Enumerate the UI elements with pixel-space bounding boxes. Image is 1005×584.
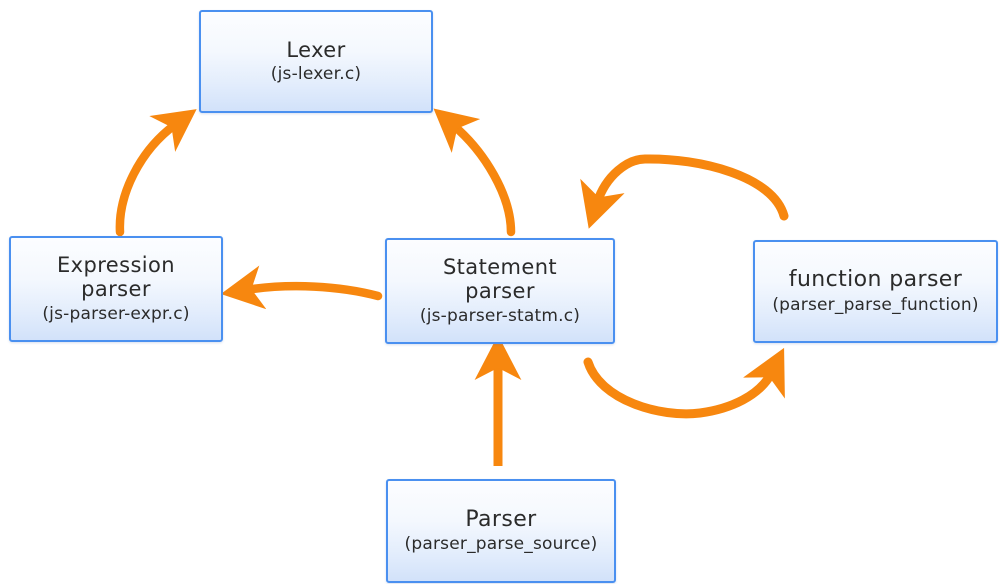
node-lexer-subtitle: (js-lexer.c) <box>270 64 362 85</box>
node-expression-parser[interactable]: Expression parser (js-parser-expr.c) <box>9 236 223 342</box>
node-lexer-title: Lexer <box>286 37 346 62</box>
node-statement-parser-title: Statement parser <box>442 255 558 303</box>
node-parser[interactable]: Parser (parser_parse_source) <box>386 479 616 583</box>
node-parser-title: Parser <box>465 506 537 532</box>
edge-function-to-statement <box>580 154 789 229</box>
node-parser-subtitle: (parser_parse_source) <box>404 534 598 555</box>
node-expression-parser-subtitle: (js-parser-expr.c) <box>42 303 190 324</box>
node-function-parser[interactable]: function parser (parser_parse_function) <box>753 240 998 343</box>
node-lexer[interactable]: Lexer (js-lexer.c) <box>199 10 433 113</box>
edge-statement-to-lexer <box>433 108 516 237</box>
node-statement-parser-subtitle: (js-parser-statm.c) <box>419 305 581 326</box>
node-function-parser-subtitle: (parser_parse_function) <box>772 294 979 315</box>
edge-expression-to-lexer <box>115 109 197 237</box>
node-expression-parser-title: Expression parser <box>57 253 175 301</box>
node-function-parser-title: function parser <box>788 267 963 293</box>
edge-statement-to-function <box>583 347 785 419</box>
node-statement-parser[interactable]: Statement parser (js-parser-statm.c) <box>385 238 615 344</box>
edge-statement-to-expression <box>220 265 383 310</box>
